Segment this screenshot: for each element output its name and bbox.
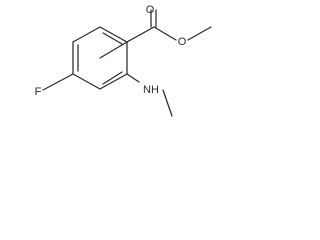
- bond-carbonyl-to-oxygen: [153, 26, 177, 41]
- ester-oxygen-label: O: [178, 36, 187, 48]
- fluorine-label: F: [35, 86, 42, 98]
- bond-ring-to-fluorine: [42, 73, 74, 91]
- bond-ring-to-nitrogen: [126, 73, 140, 83]
- bond-oxygen-to-methyl: [187, 26, 212, 41]
- bond-nitrogen-to-methyl: [162, 89, 173, 117]
- ring-inner-double-bottom: [102, 71, 123, 85]
- carbonyl-oxygen-label: O: [146, 4, 155, 16]
- ring-bond-c1-c2: [99, 41, 128, 59]
- ring-bond-c3-c4: [99, 73, 128, 90]
- molecule-structure: O O F NH: [35, 4, 212, 117]
- ring-bond-c6-c1: [72, 26, 101, 43]
- ring-inner-double-top: [102, 32, 123, 45]
- ring-bond-c4-c5: [72, 73, 101, 90]
- bond-ring-to-carbonyl: [126, 26, 155, 43]
- amine-nh-label: NH: [143, 84, 159, 96]
- ring-bond-c1-top: [99, 26, 128, 43]
